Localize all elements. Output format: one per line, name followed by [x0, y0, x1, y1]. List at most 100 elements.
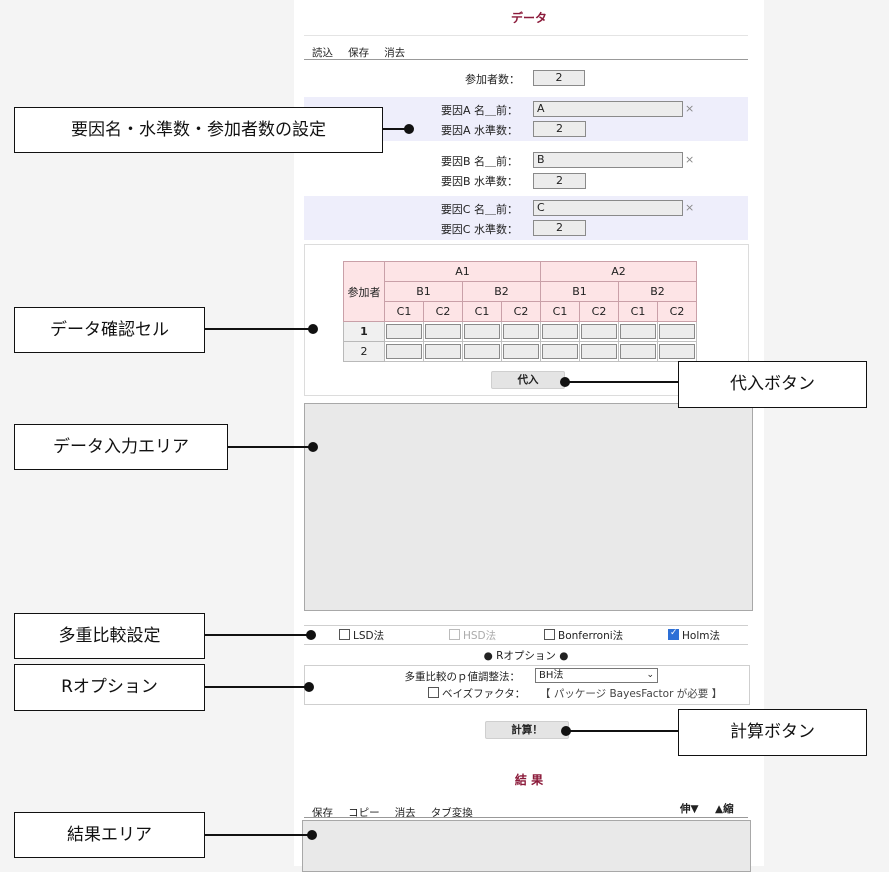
- grid-c-level: C2: [501, 301, 541, 322]
- factor-b-clear-icon[interactable]: ×: [685, 153, 695, 166]
- grid-row-header: 2: [343, 341, 385, 362]
- load-menu-item[interactable]: 読込: [312, 47, 333, 59]
- grid-cell[interactable]: [501, 341, 541, 362]
- callout-leader-line: [568, 730, 678, 732]
- results-clear-menu-item[interactable]: 消去: [394, 807, 416, 819]
- lsd-option[interactable]: LSD法: [339, 628, 384, 643]
- grid-cell[interactable]: [423, 341, 463, 362]
- grid-cell[interactable]: [579, 341, 619, 362]
- expand-button[interactable]: 伸▼: [680, 803, 699, 815]
- grid-b-level: B2: [462, 281, 541, 302]
- participants-input[interactable]: 2: [533, 70, 585, 86]
- grid-cell[interactable]: [657, 321, 697, 342]
- grid-cell[interactable]: [462, 341, 502, 362]
- holm-checkbox[interactable]: [668, 628, 679, 640]
- callout-r-option: Rオプション: [14, 664, 205, 711]
- grid-c-level: C1: [384, 301, 424, 322]
- bayes-factor-checkbox[interactable]: [428, 687, 439, 698]
- results-menu: 保存 コピー 消去 タブ変換: [312, 801, 483, 820]
- grid-c-level: C1: [540, 301, 580, 322]
- callout-dot: [306, 630, 316, 640]
- grid-c-level: C2: [579, 301, 619, 322]
- data-check-grid: 参加者 A1 A2 B1 B2 B1 B2 C1 C2 C1 C2 C1 C2 …: [343, 261, 697, 362]
- grid-cell[interactable]: [384, 341, 424, 362]
- callout-leader-line: [567, 381, 678, 383]
- callout-dot: [308, 442, 318, 452]
- grid-cell[interactable]: [618, 321, 658, 342]
- hsd-checkbox: [449, 629, 460, 640]
- calculate-button[interactable]: 計算！: [485, 721, 569, 739]
- substitute-button[interactable]: 代入: [491, 371, 565, 389]
- p-adjust-label: 多重比較のｐ値調整法：: [404, 671, 521, 683]
- factor-a-clear-icon[interactable]: ×: [685, 102, 695, 115]
- holm-option[interactable]: Holm法: [668, 628, 720, 643]
- grid-cell[interactable]: [579, 321, 619, 342]
- callout-dot: [404, 124, 414, 134]
- table-row: 1: [343, 321, 697, 342]
- grid-cell[interactable]: [384, 321, 424, 342]
- factor-c-levels-label: 要因C 水準数：: [440, 223, 518, 236]
- grid-cell[interactable]: [540, 341, 580, 362]
- callout-leader-line: [383, 128, 410, 130]
- callout-leader-line: [205, 686, 312, 688]
- results-tab-convert-menu-item[interactable]: タブ変換: [430, 807, 473, 819]
- p-adjust-value: BH法: [539, 670, 564, 681]
- factor-c-levels-input[interactable]: 2: [533, 220, 586, 236]
- grid-frame: [304, 244, 749, 396]
- lsd-checkbox[interactable]: [339, 629, 350, 640]
- callout-factor-settings: 要因名・水準数・参加者数の設定: [14, 107, 383, 153]
- lsd-label: LSD法: [353, 630, 385, 642]
- grid-cell[interactable]: [462, 321, 502, 342]
- callout-substitute-button: 代入ボタン: [678, 361, 867, 408]
- callout-dot: [308, 324, 318, 334]
- grid-a-level: A2: [540, 261, 697, 282]
- grid-c-level: C1: [618, 301, 658, 322]
- multiple-comparison-row: [304, 625, 748, 645]
- grid-c-level: C2: [423, 301, 463, 322]
- callout-leader-line: [205, 834, 312, 836]
- shrink-button[interactable]: ▲縮: [715, 803, 734, 815]
- factor-c-clear-icon[interactable]: ×: [685, 201, 695, 214]
- bayes-factor-label: ベイズファクタ：: [442, 688, 526, 700]
- callout-leader-line: [228, 446, 313, 448]
- callout-data-input-area: データ入力エリア: [14, 424, 228, 470]
- grid-row-header: 1: [343, 321, 385, 342]
- factor-b-levels-label: 要因B 水準数：: [440, 175, 518, 188]
- results-copy-menu-item[interactable]: コピー: [348, 807, 380, 819]
- factor-c-name-input[interactable]: C: [533, 200, 683, 216]
- grid-cell[interactable]: [423, 321, 463, 342]
- grid-c-level: C1: [462, 301, 502, 322]
- holm-label: Holm法: [682, 630, 720, 642]
- bayes-factor-note: 【 パッケージ BayesFactor が必要 】: [540, 688, 723, 700]
- grid-cell[interactable]: [618, 341, 658, 362]
- bonferroni-label: Bonferroni法: [558, 630, 624, 642]
- bonferroni-checkbox[interactable]: [544, 629, 555, 640]
- factor-a-name-label: 要因A 名＿前：: [440, 104, 518, 117]
- bayes-factor-option[interactable]: ベイズファクタ：: [428, 686, 525, 701]
- factor-b-name-label: 要因B 名＿前：: [440, 155, 518, 168]
- data-input-textarea[interactable]: [304, 403, 753, 611]
- r-options-header: ● Rオプション ●: [483, 650, 569, 662]
- results-divider: [304, 817, 748, 818]
- bonferroni-option[interactable]: Bonferroni法: [544, 628, 623, 643]
- callout-multiple-comparison: 多重比較設定: [14, 613, 205, 659]
- callout-dot: [560, 377, 570, 387]
- clear-menu-item[interactable]: 消去: [384, 47, 406, 59]
- callout-leader-line: [205, 634, 312, 636]
- factor-a-levels-input[interactable]: 2: [533, 121, 586, 137]
- table-row: 2: [343, 341, 697, 362]
- callout-leader-line: [205, 328, 313, 330]
- factor-b-name-input[interactable]: B: [533, 152, 683, 168]
- save-menu-item[interactable]: 保存: [348, 47, 370, 59]
- grid-cell[interactable]: [657, 341, 697, 362]
- grid-cell[interactable]: [540, 321, 580, 342]
- chevron-down-icon: ⌄: [646, 670, 654, 680]
- p-adjust-select[interactable]: BH法 ⌄: [535, 668, 658, 683]
- grid-cell[interactable]: [501, 321, 541, 342]
- factor-b-levels-input[interactable]: 2: [533, 173, 586, 189]
- factor-a-name-input[interactable]: A: [533, 101, 683, 117]
- grid-corner: 参加者: [343, 261, 385, 322]
- grid-b-level: B1: [384, 281, 463, 302]
- data-section-title: データ: [510, 11, 547, 25]
- results-save-menu-item[interactable]: 保存: [312, 807, 333, 819]
